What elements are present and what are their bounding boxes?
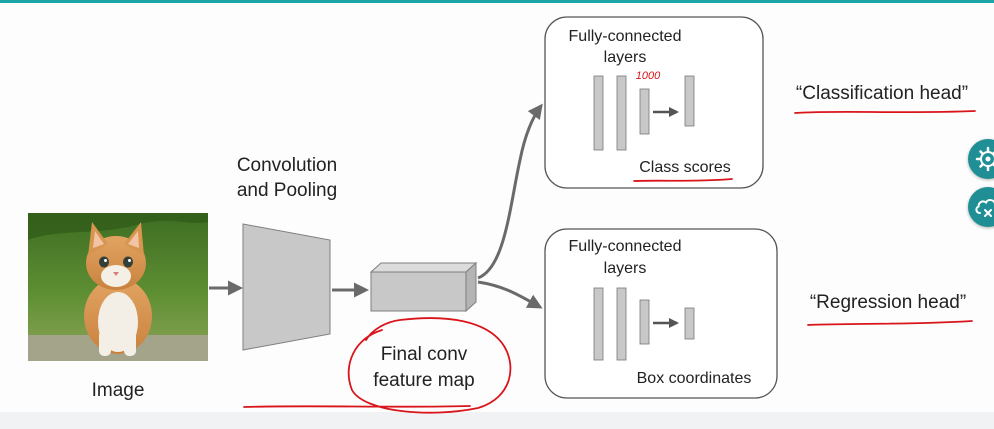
classification-head-label: “Classification head”: [796, 83, 968, 104]
cloud-sync-icon: [975, 199, 994, 217]
arrow-to-classification: [477, 103, 543, 280]
red-annotations: [243, 110, 976, 414]
image-label: Image: [92, 380, 145, 401]
side-button-cloud[interactable]: [968, 187, 994, 227]
regression-title-line2: layers: [604, 260, 647, 277]
underline-feature-map: [243, 405, 471, 408]
conv-label-line1: Convolution: [237, 155, 337, 176]
class-scores-label: Class scores: [639, 159, 731, 176]
conv-label-line2: and Pooling: [237, 180, 337, 201]
side-button-settings[interactable]: [968, 139, 994, 179]
underline-classification-head: [794, 110, 976, 114]
classification-title-line2: layers: [604, 49, 647, 66]
arrow-to-regression: [477, 280, 543, 309]
feature-map-label-line1: Final conv: [381, 344, 468, 365]
feature-map-label-line2: feature map: [373, 370, 474, 391]
regression-head-label: “Regression head”: [810, 292, 966, 313]
annotation-1000: 1000: [636, 70, 661, 82]
settings-gear-icon: [975, 146, 994, 172]
classification-title-line1: Fully-connected: [569, 28, 682, 45]
kitten-image: [28, 213, 208, 361]
regression-fc-box: [544, 228, 778, 399]
top-accent-bar: [0, 0, 994, 3]
bottom-band: [0, 412, 994, 429]
underline-regression-head: [807, 320, 973, 326]
circle-feature-map: [347, 317, 512, 414]
box-coordinates-label: Box coordinates: [637, 370, 752, 387]
conv-pooling-block: [242, 223, 331, 351]
feature-map-block: [369, 261, 478, 313]
classification-fc-box: [544, 16, 764, 189]
regression-title-line1: Fully-connected: [569, 238, 682, 255]
underline-class-scores: [633, 178, 733, 182]
